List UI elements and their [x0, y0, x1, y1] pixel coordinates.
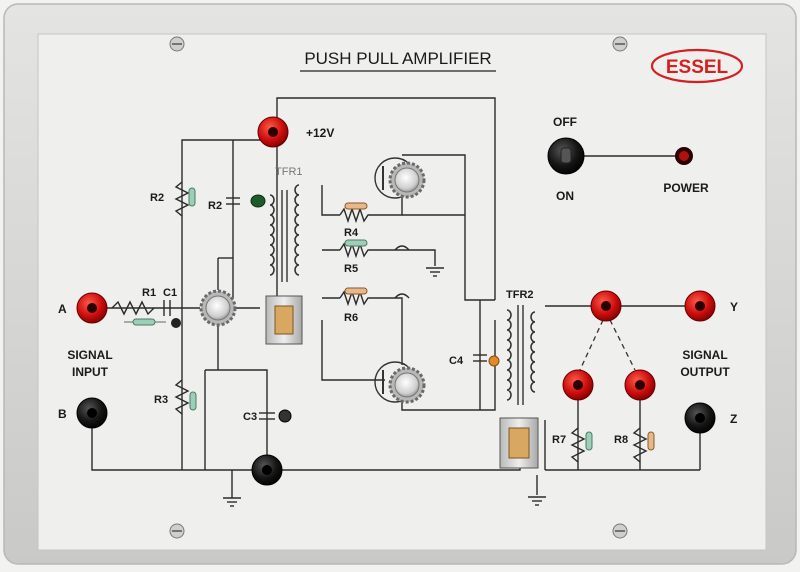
ground-icon [223, 497, 241, 507]
label-r5: R5 [344, 263, 358, 275]
resistor-icon [174, 379, 190, 415]
socket-plus12v[interactable] [257, 116, 289, 148]
resistor-part [189, 391, 197, 411]
terminal-label-z: Z [730, 412, 737, 426]
screw-icon [612, 523, 628, 539]
resistor-part [124, 318, 166, 326]
label-tfr2: TFR2 [506, 289, 534, 301]
resistor-icon [339, 241, 372, 259]
label-r7: R7 [552, 434, 566, 446]
resistor-icon [339, 206, 372, 224]
resistor-part [344, 202, 368, 210]
socket-ground[interactable] [251, 454, 283, 486]
wiring [91, 97, 701, 498]
capacitor-part [278, 409, 292, 423]
capacitor-icon [163, 300, 171, 316]
transistor-heatsink [388, 366, 426, 404]
switch-off-label: OFF [553, 115, 577, 129]
power-switch[interactable] [547, 137, 585, 175]
terminal-label-a: A [58, 302, 67, 316]
socket-output-common[interactable] [590, 290, 622, 322]
socket-y[interactable] [684, 290, 716, 322]
label-r8: R8 [614, 434, 628, 446]
supply-label: +12V [306, 126, 334, 140]
terminal-label-y: Y [730, 300, 738, 314]
socket-a[interactable] [76, 292, 108, 324]
resistor-part [585, 431, 593, 451]
resistor-part [344, 239, 368, 247]
label-c1: C1 [163, 287, 177, 299]
resistor-icon [632, 427, 648, 463]
transistor-heatsink [199, 289, 237, 327]
socket-z[interactable] [684, 402, 716, 434]
screw-icon [169, 523, 185, 539]
transformer-tfr1 [265, 184, 303, 345]
label-tfr1: TFR1 [275, 166, 303, 178]
brand-logo: ESSEL [650, 48, 744, 84]
capacitor-icon [259, 412, 275, 420]
resistor-part [344, 287, 368, 295]
resistor-icon [174, 181, 190, 217]
label-r2-right: R2 [208, 200, 222, 212]
label-c3: C3 [243, 411, 257, 423]
power-led [675, 147, 693, 165]
input-caption-line1: SIGNAL [67, 348, 112, 362]
label-r4: R4 [344, 227, 359, 239]
ground-icon [426, 267, 444, 277]
label-c4: C4 [449, 355, 464, 367]
brand-name: ESSEL [666, 57, 729, 78]
label-r2-left: R2 [150, 192, 164, 204]
output-caption-line2: OUTPUT [680, 365, 730, 379]
transistor-heatsink [388, 161, 426, 199]
transformer-tfr2 [499, 305, 539, 469]
screw-icon [169, 36, 185, 52]
output-caption-line1: SIGNAL [682, 348, 727, 362]
input-caption-line2: INPUT [72, 365, 109, 379]
resistor-icon [111, 300, 155, 316]
board-title: PUSH PULL AMPLIFIER [304, 49, 491, 68]
screw-icon [612, 36, 628, 52]
socket-b[interactable] [76, 397, 108, 429]
capacitor-part [488, 355, 500, 367]
label-r6: R6 [344, 312, 358, 324]
power-label: POWER [663, 181, 709, 195]
ground-icon [528, 496, 546, 506]
resistor-icon [339, 289, 372, 307]
resistor-part [647, 431, 655, 451]
capacitor-part [250, 194, 266, 208]
socket-r7[interactable] [562, 369, 594, 401]
capacitor-icon [473, 354, 487, 362]
socket-r8[interactable] [624, 369, 656, 401]
capacitor-part [171, 318, 181, 328]
label-r3: R3 [154, 394, 168, 406]
resistor-icon [570, 427, 586, 463]
terminal-label-b: B [58, 407, 67, 421]
switch-on-label: ON [556, 189, 574, 203]
capacitor-icon [226, 197, 240, 205]
label-r1: R1 [142, 287, 156, 299]
resistor-part [188, 187, 196, 207]
front-panel [37, 33, 767, 551]
